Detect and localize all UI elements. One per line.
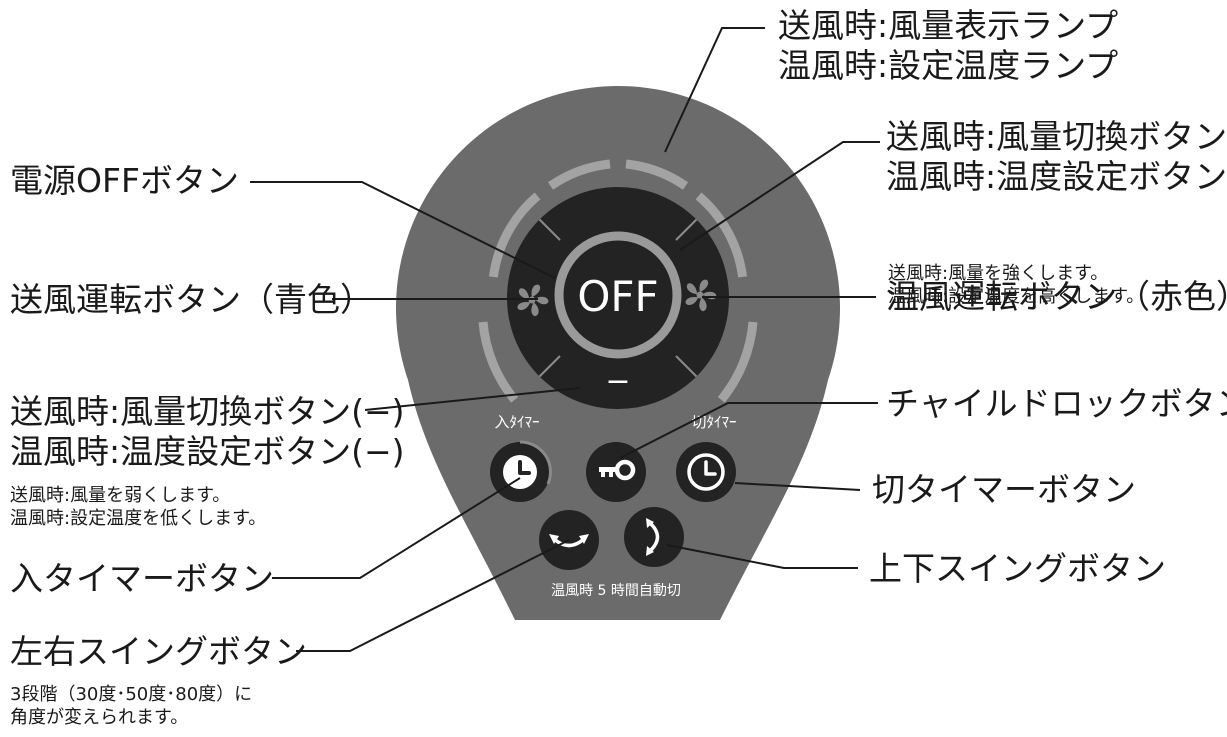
minus-button-note-line1: 送風時:風量を弱くします。 bbox=[10, 485, 231, 506]
plus-button-label-line2: 温風時:温度設定ボタン(+) bbox=[886, 157, 1227, 197]
swing-ud-label: 上下スイングボタン bbox=[869, 549, 1166, 588]
on-timer-label: 入タイマーボタン bbox=[10, 559, 274, 598]
lamp-label-line1: 送風時:風量表示ランプ bbox=[778, 6, 1119, 45]
off-label: OFF bbox=[577, 272, 658, 321]
swing-lr-note: 3段階（30度･50度･80度）に 角度が変えられます。 bbox=[10, 683, 252, 730]
minus-button[interactable]: − bbox=[588, 362, 648, 402]
swing-lr-note-line2: 角度が変えられます。 bbox=[10, 707, 189, 729]
leader-lamp bbox=[664, 27, 765, 153]
lamp-label: 送風時:風量表示ランプ 温風時:設定温度ランプ bbox=[778, 6, 1118, 87]
power-off-label: 電源OFFボタン bbox=[10, 161, 239, 200]
heater-button-label: 温風運転ボタン（赤色） bbox=[886, 277, 1227, 316]
swing-horizontal-icon bbox=[549, 534, 589, 548]
clock-icon bbox=[503, 455, 537, 489]
leader-child-lock bbox=[619, 402, 878, 459]
plus-button-label-line1: 送風時:風量切換ボタン(+) bbox=[886, 117, 1227, 156]
plus-button-note-line2: 温風時:設定温度を高くします。 bbox=[888, 286, 1145, 308]
leader-swing-lr bbox=[296, 539, 570, 652]
power-off-button[interactable]: OFF bbox=[554, 231, 682, 359]
minus-label: − bbox=[605, 364, 630, 399]
minus-button-label: 送風時:風量切換ボタン(−) 温風時:温度設定ボタン(−) bbox=[10, 392, 405, 473]
off-timer-button[interactable] bbox=[676, 442, 736, 502]
lamp-ring bbox=[478, 159, 758, 403]
leader-swing-ud bbox=[666, 544, 858, 569]
auto-off-caption: 温風時 5 時間自動切 bbox=[551, 583, 681, 599]
swing-lr-label: 左右スイングボタン bbox=[10, 632, 307, 671]
plus-button-note-line1: 送風時:風量を強くします。 bbox=[888, 263, 1109, 284]
leader-off-timer bbox=[734, 482, 861, 491]
leader-power-off bbox=[250, 181, 556, 279]
on-timer-caption: 入ﾀｲﾏｰ bbox=[494, 413, 539, 431]
key-icon bbox=[599, 459, 636, 481]
child-lock-label: チャイルドロックボタン bbox=[886, 384, 1227, 423]
lamp-segment bbox=[547, 159, 611, 190]
lamp-segment bbox=[478, 321, 519, 403]
minus-button-note-line2: 温風時:設定温度を低くします。 bbox=[10, 508, 267, 530]
leader-on-timer bbox=[272, 477, 521, 579]
leader-minus bbox=[364, 387, 581, 411]
lamp-segment bbox=[695, 192, 748, 278]
blower-button-label: 送風運転ボタン（青色） bbox=[10, 280, 373, 319]
minus-button-label-line1: 送風時:風量切換ボタン(−) bbox=[10, 392, 405, 431]
off-timer-caption: 切ﾀｲﾏｰ bbox=[691, 413, 736, 431]
swing-lr-note-line1: 3段階（30度･50度･80度）に bbox=[10, 684, 253, 705]
lamp-segment bbox=[625, 159, 689, 190]
leader-lines bbox=[250, 27, 880, 652]
lamp-segment bbox=[488, 192, 541, 278]
plus-button-label: 送風時:風量切換ボタン(+) 温風時:温度設定ボタン(+) bbox=[886, 117, 1227, 198]
off-timer-label: 切タイマーボタン bbox=[872, 470, 1136, 509]
minus-button-note: 送風時:風量を弱くします。 温風時:設定温度を低くします。 bbox=[10, 484, 266, 531]
swing-ud-button[interactable] bbox=[624, 507, 684, 567]
pad-dividers bbox=[538, 218, 698, 378]
lamp-label-line2: 温風時:設定温度ランプ bbox=[778, 46, 1119, 86]
lamp-segment bbox=[717, 321, 758, 403]
minus-button-label-line2: 温風時:温度設定ボタン(−) bbox=[10, 432, 405, 472]
child-lock-button[interactable] bbox=[586, 442, 646, 502]
plus-button-note: 送風時:風量を強くします。 温風時:設定温度を高くします。 bbox=[888, 262, 1144, 309]
leader-plus bbox=[679, 141, 880, 251]
clock-icon bbox=[687, 453, 725, 491]
swing-vertical-icon bbox=[646, 518, 660, 556]
